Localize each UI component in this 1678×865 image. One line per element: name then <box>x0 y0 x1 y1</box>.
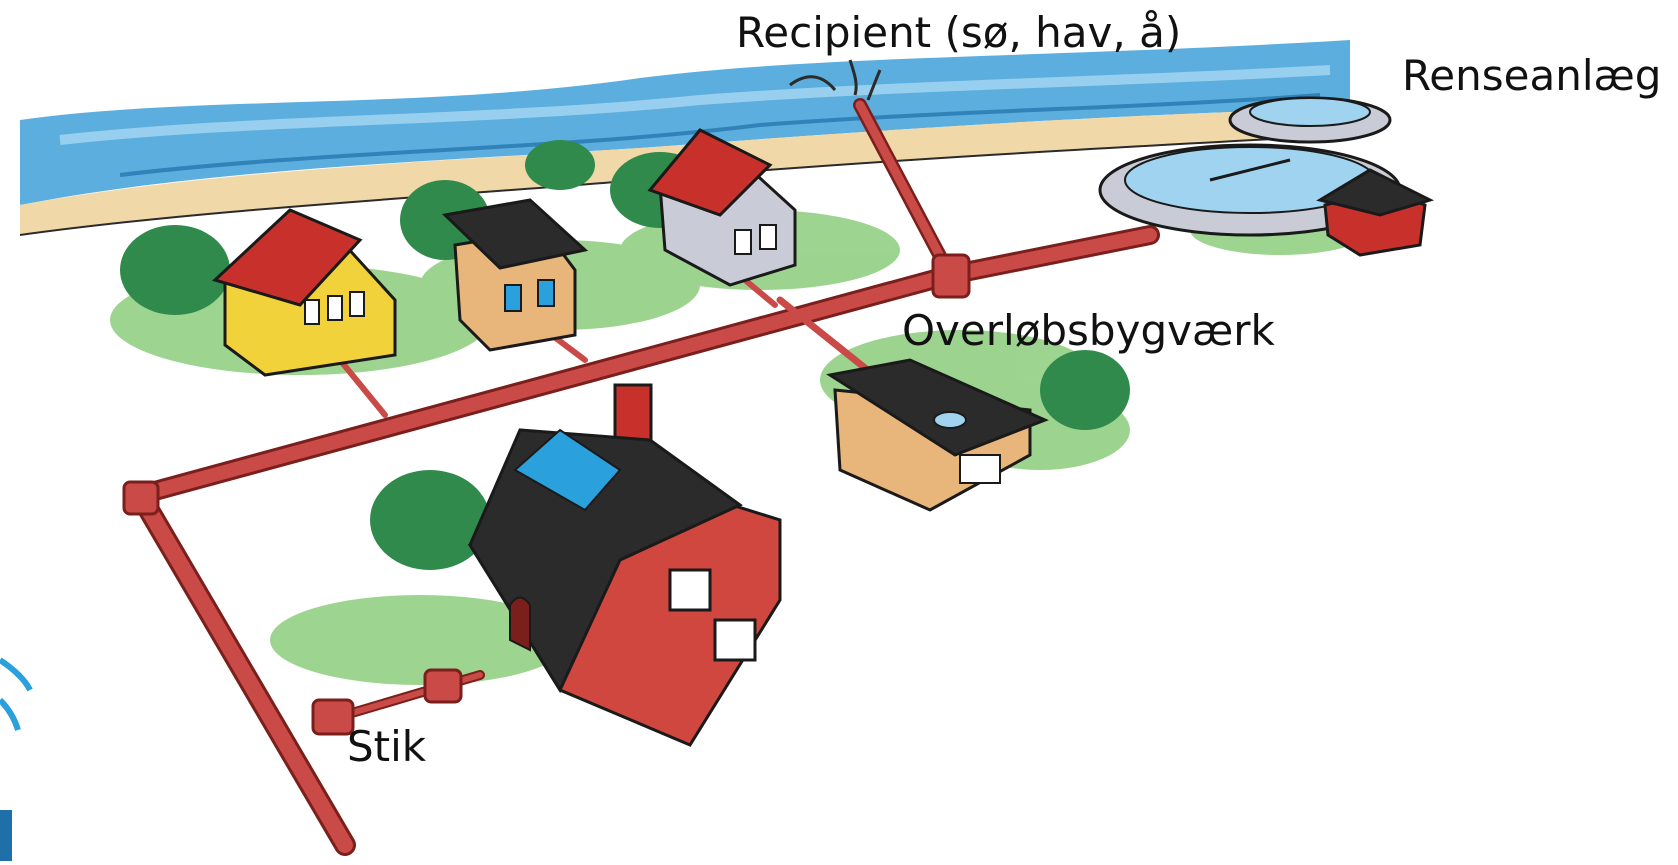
house-tan <box>441 198 589 352</box>
treatment-plant <box>1098 96 1435 257</box>
label-overlobsbygvaerk: Overløbsbygværk <box>902 306 1275 355</box>
overflow-splash <box>789 59 882 101</box>
overflow-building <box>826 358 1049 512</box>
house-grey <box>647 128 797 287</box>
label-recipient: Recipient (sø, hav, å) <box>736 8 1182 57</box>
house-yellow <box>212 208 397 377</box>
pipe-fittings <box>122 253 971 736</box>
edge-decoration <box>0 657 33 861</box>
house-brick <box>467 383 782 747</box>
bushes <box>120 140 1130 570</box>
label-stik: Stik <box>347 722 427 771</box>
sea <box>20 40 1350 205</box>
label-renseanlaeg: Renseanlæg <box>1402 51 1662 100</box>
